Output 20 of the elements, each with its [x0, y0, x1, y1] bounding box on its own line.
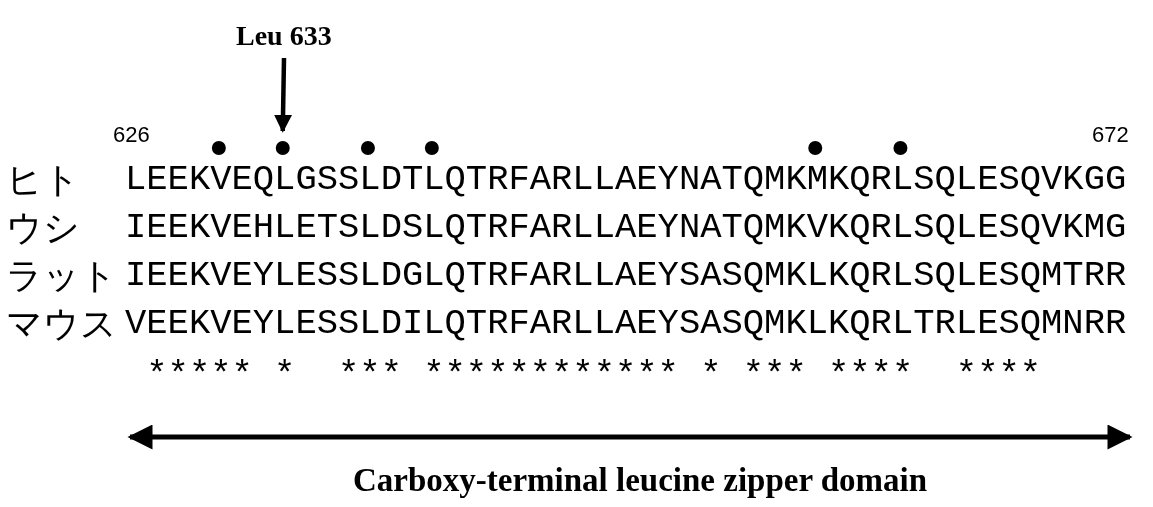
position-number: 672 — [1092, 124, 1129, 146]
species-name: ヒト — [6, 162, 80, 198]
species-name: マウス — [6, 306, 117, 342]
conservation-marks: ***** * *** ************ * *** **** **** — [146, 358, 1042, 394]
sequence-text: LEEKVEQLGSSLDTLQTRFARLLAEYNATQMKMKQRLSQLESQVKGG — [125, 162, 1127, 198]
position-dot — [360, 141, 375, 155]
sequence-text: IEEKVEHLETSLDSLQTRFARLLAEYNATQMKVKQRLSQLESQVKMG — [125, 210, 1127, 246]
position-number: 626 — [113, 124, 150, 146]
position-dot — [211, 141, 226, 155]
position-dot — [424, 141, 439, 155]
residue-label: Leu 633 — [236, 22, 332, 50]
arrow — [274, 57, 293, 133]
species-name: ウシ — [6, 210, 80, 246]
sequence-text: IEEKVEYLESSLDGLQTRFARLLAEYSASQMKLKQRLSQLESQMTRR — [125, 258, 1127, 294]
caption: Carboxy-terminal leucine zipper domain — [353, 464, 928, 497]
species-name: ラット — [6, 258, 117, 294]
position-dot — [893, 141, 908, 155]
position-dot — [275, 141, 290, 155]
sequence-text: VEEKVEYLESSLDILQTRFARLLAEYSASQMKLKQRLTRLESQMNRR — [125, 306, 1127, 342]
position-dot — [808, 141, 823, 155]
